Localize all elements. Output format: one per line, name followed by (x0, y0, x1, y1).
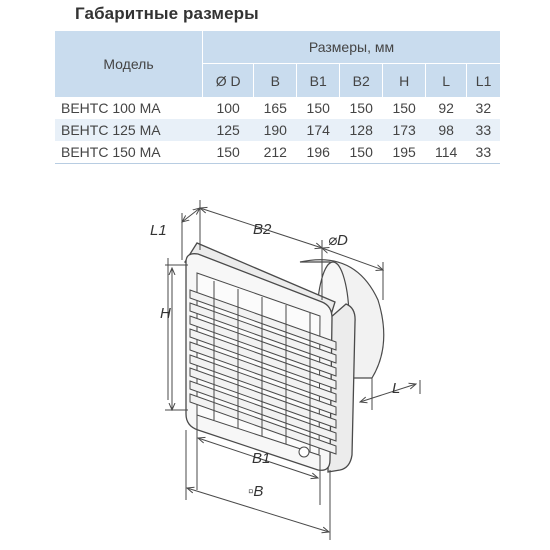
value-cell: 150 (202, 141, 254, 164)
value-cell: 165 (263, 100, 287, 116)
model-column-header: Модель (55, 31, 203, 97)
column-header-b1: B1 (296, 63, 340, 97)
dimension-lines (165, 200, 421, 540)
value-cell: 173 (382, 119, 426, 141)
column-header-h: H (382, 63, 426, 97)
label-b2: B2 (253, 221, 272, 238)
value-cell: 190 (253, 119, 297, 141)
label-b: ▫B (248, 483, 263, 500)
label-l: L (392, 380, 400, 397)
value-cell: 100 (216, 100, 240, 116)
value-cell: 125 (202, 119, 254, 141)
value-cell: 150 (392, 100, 416, 116)
value-cell: 114 (425, 141, 467, 164)
dimensions-group-header: Размеры, мм (202, 31, 500, 64)
value-cell: 212 (253, 141, 297, 164)
value-cell: 174 (296, 119, 340, 141)
column-header-b: B (253, 63, 297, 97)
table-row: ВЕНТС 150 МА 150 212 196 150 195 114 33 (55, 141, 500, 164)
value-cell: 195 (382, 141, 426, 164)
label-l1: L1 (150, 222, 167, 239)
page-title: Габаритные размеры (75, 4, 259, 23)
value-cell: 150 (306, 100, 330, 116)
column-header-l1: L1 (466, 63, 500, 97)
model-cell: ВЕНТС 125 МА (55, 119, 203, 141)
model-cell: ВЕНТС 100 МА (61, 100, 161, 116)
fan-louvres (189, 281, 337, 455)
value-cell: 150 (349, 100, 373, 116)
value-cell: 98 (425, 119, 467, 141)
model-cell: ВЕНТС 150 МА (55, 141, 203, 164)
column-header-l: L (425, 63, 467, 97)
value-cell: 92 (438, 100, 454, 116)
table-row: ВЕНТС 125 МА 125 190 174 128 173 98 33 (55, 119, 500, 141)
dimensions-table: Модель Размеры, мм Ø D B B1 B2 H L L1 ВЕ… (55, 31, 500, 164)
table-row: ВЕНТС 100 МА 100 165 150 150 150 92 32 (55, 97, 500, 119)
value-cell: 32 (475, 100, 492, 116)
value-cell: 128 (339, 119, 383, 141)
value-cell: 150 (339, 141, 383, 164)
label-b1: B1 (252, 450, 270, 467)
column-header-b2: B2 (339, 63, 383, 97)
value-cell: 33 (466, 119, 500, 141)
label-h: H (160, 305, 171, 322)
control-knob (298, 446, 310, 458)
column-header-d: Ø D (201, 63, 254, 97)
label-d: ⌀D (328, 232, 348, 249)
value-cell: 33 (466, 141, 500, 164)
value-cell: 196 (296, 141, 340, 164)
